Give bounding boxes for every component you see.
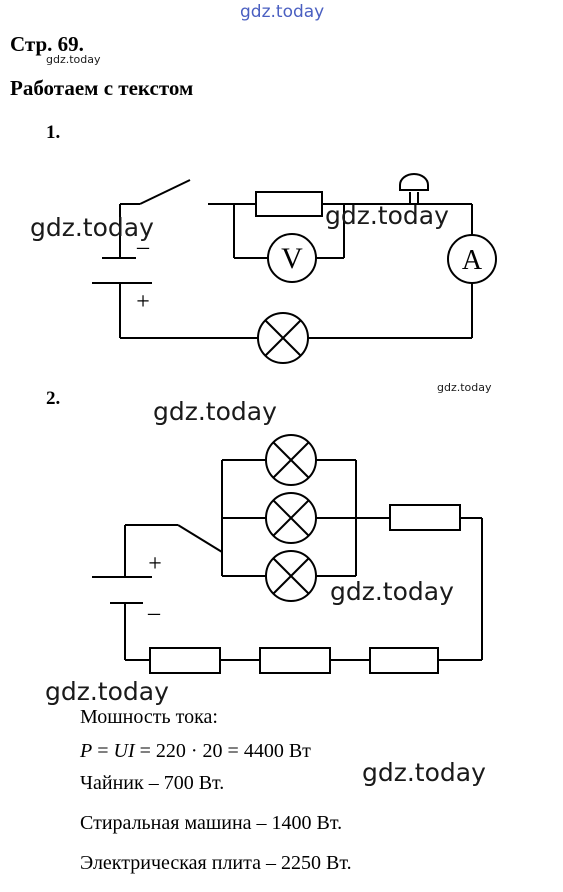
switch-blade-2 bbox=[177, 524, 223, 553]
minus-sign-2: – bbox=[147, 600, 161, 626]
circuit-1 bbox=[92, 173, 497, 364]
page-title: Стр. 69. bbox=[10, 32, 84, 56]
stove-power: Электрическая плита – 2250 Вт. bbox=[80, 852, 352, 874]
power-formula: P = UI = 220 · 20 = 4400 Вт bbox=[80, 740, 311, 763]
task-2-number: 2. bbox=[46, 388, 61, 409]
power-label: Мошность тока: bbox=[80, 706, 218, 728]
watermark-4: gdz.today bbox=[153, 397, 277, 426]
watermark-2: gdz.today bbox=[325, 201, 449, 230]
resistor-4 bbox=[369, 647, 439, 674]
section-heading: Работаем с текстом bbox=[10, 76, 194, 100]
watermark-1: gdz.today bbox=[30, 213, 154, 242]
plus-sign-2: + bbox=[148, 551, 162, 577]
circuit-2 bbox=[92, 434, 483, 674]
resistor-1 bbox=[255, 191, 323, 217]
resistor-3 bbox=[259, 647, 331, 674]
kettle-power: Чайник – 700 Вт. bbox=[80, 772, 225, 794]
voltmeter-label: V bbox=[281, 242, 303, 275]
formula-ui: UI bbox=[113, 740, 135, 762]
washer-power: Стиральная машина – 1400 Вт. bbox=[80, 812, 343, 834]
watermark-7: gdz.today bbox=[362, 758, 486, 787]
watermark-top: gdz.today bbox=[240, 2, 325, 22]
lamp-4-cross-b bbox=[272, 557, 310, 595]
lamp-1 bbox=[257, 312, 309, 364]
lamp-1-cross-b bbox=[264, 319, 302, 357]
lamp-4 bbox=[265, 550, 317, 602]
watermark-under-title: gdz.today bbox=[46, 53, 101, 66]
resistor-2 bbox=[149, 647, 221, 674]
watermark-3: gdz.today bbox=[437, 381, 492, 394]
lamp-2-cross-b bbox=[272, 441, 310, 479]
lamp-3 bbox=[265, 492, 317, 544]
resistor-5 bbox=[389, 504, 461, 531]
lamp-3-cross-b bbox=[272, 499, 310, 537]
plus-sign-1: + bbox=[136, 289, 150, 315]
ammeter-label: A bbox=[462, 245, 483, 276]
formula-eq1: = bbox=[92, 740, 114, 762]
minus-sign-1: – bbox=[136, 234, 150, 260]
formula-p: P bbox=[80, 740, 93, 762]
switch-blade-1 bbox=[139, 179, 191, 205]
task-1-number: 1. bbox=[46, 122, 61, 143]
lamp-2 bbox=[265, 434, 317, 486]
watermark-5: gdz.today bbox=[330, 577, 454, 606]
watermark-6: gdz.today bbox=[45, 677, 169, 706]
bell-1 bbox=[399, 173, 429, 191]
formula-result: = 220 · 20 = 4400 Вт bbox=[134, 740, 311, 762]
